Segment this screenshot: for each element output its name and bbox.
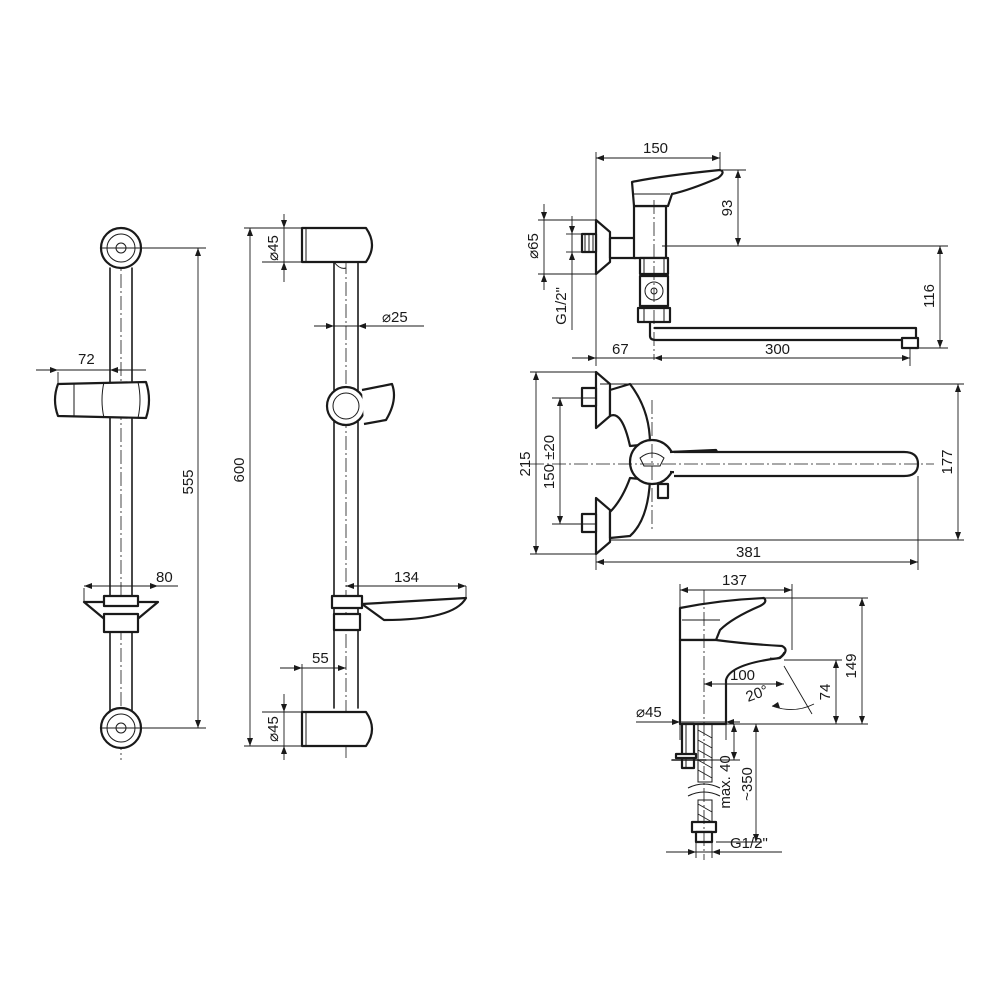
hose-thread: G1/2" [730, 835, 768, 852]
dish-depth-dimension: 134 [394, 569, 419, 586]
bottom-wall-bracket [99, 706, 143, 750]
overall-length-dimension: 381 [736, 544, 761, 561]
spout-length-dimension: 300 [765, 341, 790, 358]
rail-height-dimension: 555 [180, 469, 197, 494]
flange-diameter: ⌀65 [525, 233, 542, 259]
inlet-thread: G1/2" [553, 287, 570, 325]
top-depth-dimension: 215 [517, 451, 534, 476]
outlet-height-dimension: 74 [817, 684, 834, 701]
top-reach-dimension: 177 [939, 449, 956, 474]
wall-flange [594, 218, 612, 276]
wall-faucet-side-view: 150 93 ⌀65 G1/2" 116 67 [525, 140, 948, 366]
tube-diameter: ⌀25 [382, 309, 408, 326]
rail-width-dimension: 72 [78, 351, 95, 368]
wall-offset-dimension: 67 [612, 341, 629, 358]
rail-overall-height: 600 [231, 457, 248, 482]
hose-length-dimension: ~350 [739, 767, 756, 801]
inlet-centers-dimension: 150 ±20 [541, 435, 558, 489]
top-wall-bracket [99, 226, 143, 270]
base-diameter: ⌀45 [636, 704, 662, 721]
basin-body [678, 638, 787, 726]
basin-height-dimension: 149 [843, 653, 860, 678]
handshower-slider [53, 380, 151, 420]
dish-width-dimension: 80 [156, 569, 173, 586]
wall-faucet-top-view: 215 150 ±20 177 381 [517, 370, 964, 570]
bottom-arm-diameter: ⌀45 [265, 716, 282, 742]
basin-lever [678, 596, 767, 642]
mixer-body [632, 204, 668, 260]
arm-offset-dimension: 55 [312, 650, 329, 667]
shower-rail-front-view: 72 80 555 [36, 226, 206, 760]
top-wall-arm [300, 226, 374, 269]
faucet-width-dimension: 150 [643, 140, 668, 157]
top-arm-diameter: ⌀45 [265, 235, 282, 261]
upper-flange [594, 370, 612, 430]
spout-height-dimension: 116 [921, 284, 938, 308]
mixer-lever [630, 168, 724, 208]
spout-reach-dimension: 100 [730, 667, 755, 684]
lower-flange [594, 496, 612, 556]
lever-height-dimension: 93 [719, 200, 736, 217]
bottom-wall-arm [300, 710, 374, 748]
basin-faucet-view: 137 149 74 100 20° ⌀45 [636, 572, 868, 860]
side-soap-dish [330, 594, 468, 632]
soap-dish [82, 594, 160, 634]
max-thickness-dimension: max. 40 [717, 755, 734, 808]
basin-width-dimension: 137 [722, 572, 747, 589]
side-slider [325, 382, 396, 427]
shower-rail-side-view: ⌀45 ⌀25 600 134 55 ⌀45 [231, 214, 468, 760]
spray-angle: 20° [744, 682, 771, 706]
